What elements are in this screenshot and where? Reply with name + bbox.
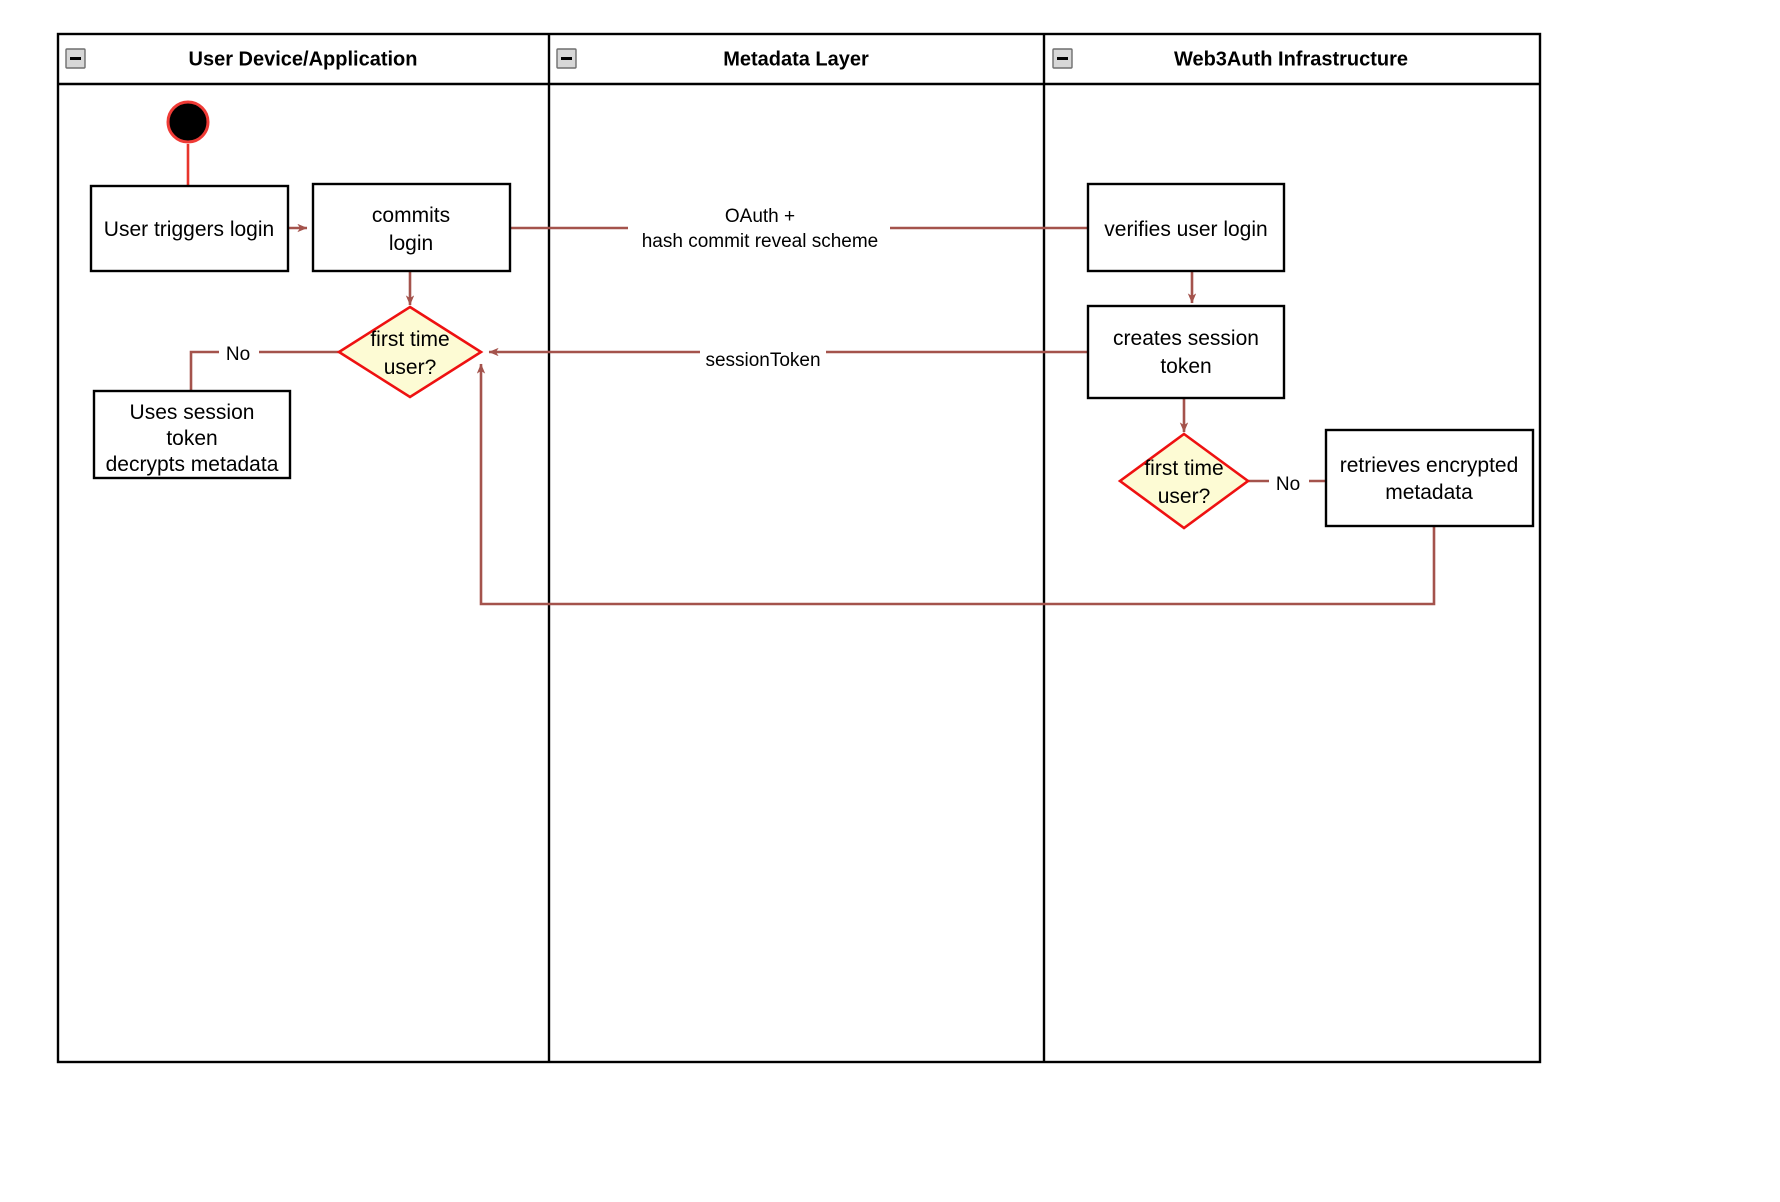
edge-decision-no-to-uses-session-token	[189, 350, 341, 391]
activity-user-triggers-login-label: User triggers login	[104, 218, 274, 241]
lane-header-user-device[interactable]: User Device/Application	[65, 48, 418, 70]
decision-server-line1: first time	[1144, 457, 1223, 480]
activity-user-triggers-login[interactable]: User triggers login	[89, 184, 290, 273]
edge-label-oauth-line2: hash commit reveal scheme	[642, 231, 879, 252]
activity-retrieves-metadata-line1: retrieves encrypted	[1340, 454, 1519, 477]
edge-label-no-left: No	[226, 344, 250, 365]
activity-creates-session-token[interactable]: creates session token	[1086, 304, 1286, 400]
activity-creates-session-token-line2: token	[1160, 355, 1211, 378]
edge-retrieves-metadata-loopback	[476, 363, 1436, 606]
activity-commits-login-line2: login	[389, 232, 433, 255]
lane-title-web3auth: Web3Auth Infrastructure	[1174, 48, 1408, 70]
activity-verifies-user-login-label: verifies user login	[1104, 218, 1267, 241]
edge-labels: OAuth + hash commit reveal scheme sessio…	[219, 198, 1309, 495]
edge-label-oauth-line1: OAuth +	[725, 206, 795, 227]
activity-commits-login-line1: commits	[372, 204, 450, 227]
edge-label-no-right: No	[1276, 474, 1300, 495]
decision-client-line1: first time	[370, 328, 449, 351]
decision-first-time-user-client[interactable]: first time user?	[336, 305, 484, 399]
activity-uses-session-token-line2: token	[166, 427, 217, 450]
start-node	[166, 100, 210, 144]
decision-server-line2: user?	[1158, 485, 1211, 508]
activity-retrieves-metadata-line2: metadata	[1385, 481, 1473, 504]
activity-uses-session-token-line3: decrypts metadata	[106, 453, 279, 476]
edge-label-session-token: sessionToken	[705, 350, 820, 371]
swimlane-frame	[56, 32, 1542, 1064]
lane-title-user-device: User Device/Application	[189, 48, 418, 70]
activity-verifies-user-login[interactable]: verifies user login	[1086, 182, 1286, 273]
lane-title-metadata-layer: Metadata Layer	[723, 48, 869, 70]
activity-uses-session-token-line1: Uses session	[130, 401, 255, 424]
lane-header-metadata-layer[interactable]: Metadata Layer	[556, 48, 869, 70]
decision-client-line2: user?	[384, 356, 437, 379]
decision-first-time-user-server[interactable]: first time user?	[1117, 432, 1251, 530]
activity-retrieves-encrypted-metadata[interactable]: retrieves encrypted metadata	[1324, 428, 1535, 528]
activity-commits-login[interactable]: commits login	[311, 182, 512, 273]
activity-creates-session-token-line1: creates session	[1113, 327, 1259, 350]
lane-header-web3auth[interactable]: Web3Auth Infrastructure	[1052, 48, 1408, 70]
activity-uses-session-token[interactable]: Uses session token decrypts metadata	[92, 389, 292, 480]
